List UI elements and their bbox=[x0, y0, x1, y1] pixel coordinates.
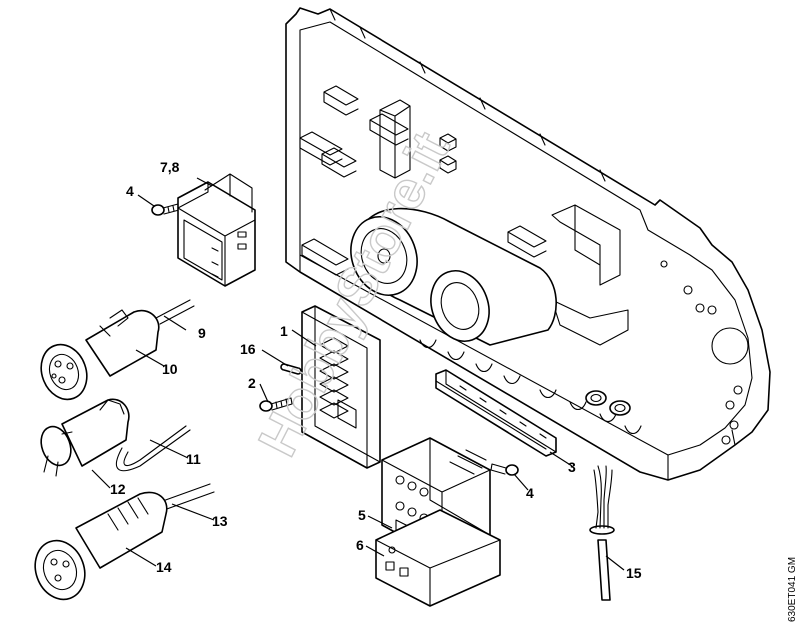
callout-6: 6 bbox=[356, 537, 364, 553]
callout-13: 13 bbox=[212, 513, 228, 529]
callout-2: 2 bbox=[248, 375, 256, 391]
din-rail bbox=[435, 369, 557, 457]
plug-14 bbox=[34, 483, 215, 601]
plug-12 bbox=[40, 398, 191, 477]
callout-16: 16 bbox=[240, 341, 256, 357]
callout-10: 10 bbox=[162, 361, 178, 377]
plug-10 bbox=[40, 299, 195, 401]
cable-15 bbox=[589, 465, 615, 601]
screw-2 bbox=[259, 397, 293, 412]
screw-4-lower bbox=[490, 463, 519, 476]
housing-enclosure bbox=[285, 7, 771, 481]
switch-module bbox=[177, 173, 256, 287]
callout-15: 15 bbox=[626, 565, 642, 581]
fuse bbox=[280, 363, 302, 375]
drawing-reference-code: 630ET041 GM bbox=[787, 557, 798, 622]
callout-5: 5 bbox=[358, 507, 366, 523]
callout-4-lower: 4 bbox=[526, 485, 534, 501]
callout-1: 1 bbox=[280, 323, 288, 339]
callout-7-8: 7,8 bbox=[160, 159, 180, 175]
leader-lines bbox=[91, 177, 625, 571]
callout-14: 14 bbox=[156, 559, 172, 575]
terminal-board bbox=[301, 305, 381, 469]
callout-11: 11 bbox=[186, 451, 201, 467]
callout-4-upper: 4 bbox=[126, 183, 134, 199]
callouts: 7,8 4 9 10 11 12 13 14 1 16 2 3 4 5 6 15 bbox=[110, 159, 642, 581]
callout-3: 3 bbox=[568, 459, 576, 475]
auxiliary-relay bbox=[375, 509, 501, 607]
screw-4-upper bbox=[151, 203, 180, 216]
callout-12: 12 bbox=[110, 481, 126, 497]
callout-9: 9 bbox=[198, 325, 206, 341]
